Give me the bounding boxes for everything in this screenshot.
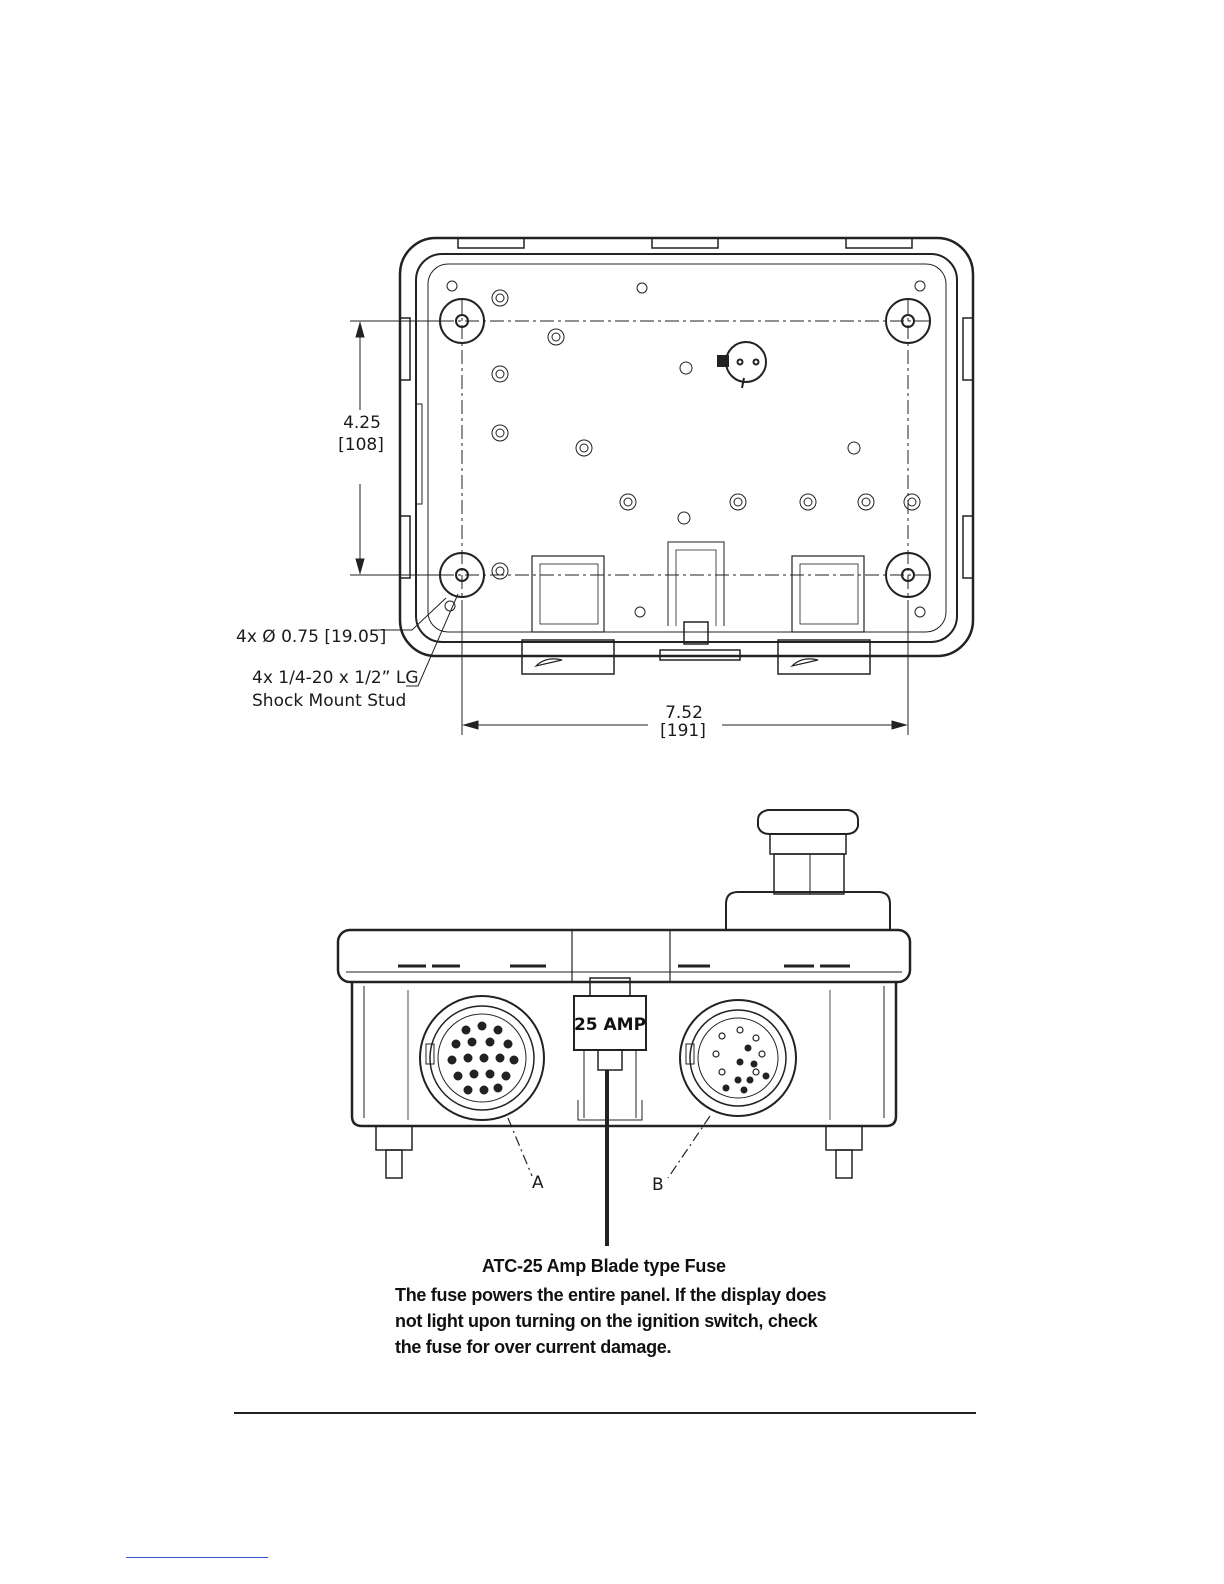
width-dim-mm: [191] [660, 721, 706, 741]
page-divider [234, 1412, 976, 1414]
fuse-note-title: ATC-25 Amp Blade type Fuse [482, 1256, 726, 1277]
connector-b [680, 1000, 796, 1116]
connector-b-label: B [652, 1175, 664, 1195]
fuse-note-line: the fuse for over current damage. [395, 1334, 915, 1360]
connector-a [420, 996, 544, 1120]
width-dim-value: 7.52 [665, 703, 703, 723]
fuse-amp-label: 25 AMP [574, 1015, 646, 1035]
fuse-note-line: not light upon turning on the ignition s… [395, 1308, 915, 1334]
fuse-note-text: The fuse powers the entire panel. If the… [395, 1282, 915, 1360]
connector-a-label: A [532, 1173, 544, 1193]
stud-callout-line1: 4x 1/4-20 x 1/2” LG [252, 668, 419, 688]
footnote-rule [126, 1557, 268, 1558]
height-dim-value: 4.25 [343, 413, 381, 433]
fuse-note-line: The fuse powers the entire panel. If the… [395, 1282, 915, 1308]
stud-callout-line2: Shock Mount Stud [252, 691, 406, 711]
height-dim-mm: [108] [338, 435, 384, 455]
hole-callout: 4x Ø 0.75 [19.05] [236, 627, 386, 647]
top-view-enclosure [400, 238, 973, 674]
